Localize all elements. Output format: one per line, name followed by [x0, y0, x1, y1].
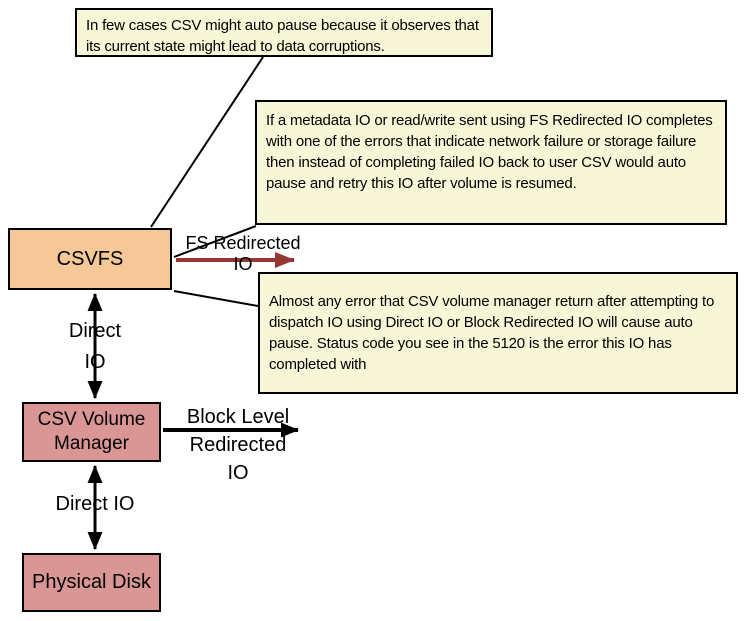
- label-fs-redirected-io: FS Redirected IO: [185, 233, 301, 274]
- label-block-level-redirected-io: Block Level Redirected IO: [186, 406, 290, 484]
- callout-auto-pause: In few cases CSV might auto pause becaus…: [75, 8, 493, 57]
- node-physical-disk: Physical Disk: [22, 553, 161, 612]
- label-direct-io-upper: Direct IO: [68, 320, 122, 373]
- node-csvfs: CSVFS: [8, 228, 172, 290]
- callout-connector-auto-pause: [150, 56, 264, 228]
- label-direct-io-lower: Direct IO: [55, 493, 135, 515]
- callout-connector-vm-error: [173, 290, 259, 307]
- node-csv-volume-manager: CSV Volume Manager: [22, 402, 161, 462]
- callout-connector-fs-redirected: [173, 225, 257, 258]
- callout-volume-manager-error: Almost any error that CSV volume manager…: [258, 272, 738, 394]
- callout-fs-redirected-io: If a metadata IO or read/write sent usin…: [255, 100, 727, 225]
